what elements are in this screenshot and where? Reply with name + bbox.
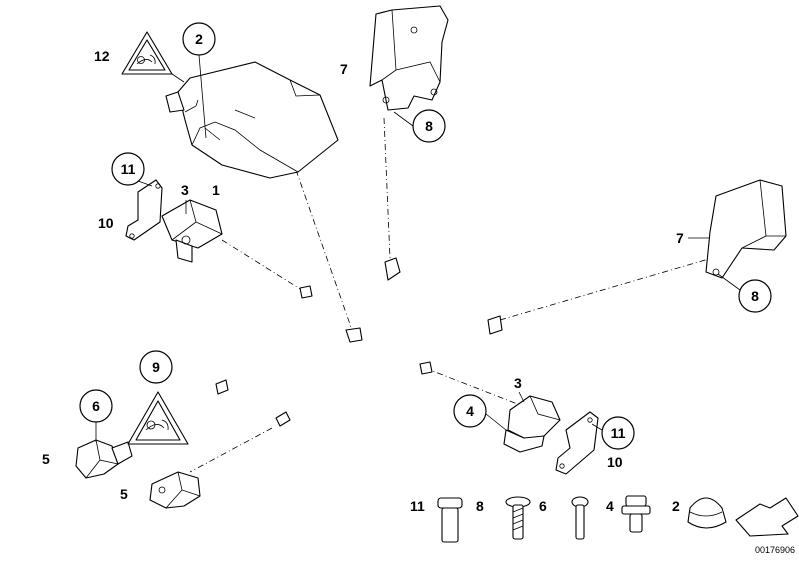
bracket-10-right <box>555 411 599 475</box>
direction-arrow-icon <box>735 497 799 537</box>
side-ecu-right <box>705 179 787 279</box>
callout-7-right: 7 <box>676 230 710 246</box>
callout-label: 4 <box>466 403 474 419</box>
callout-10-right: 10 <box>607 454 623 470</box>
bracket-10-top <box>125 179 163 241</box>
callout-5-upper: 5 <box>42 451 50 467</box>
callout-label: 11 <box>611 425 626 441</box>
airbag-control-module <box>165 61 339 179</box>
callout-circle-9: 9 <box>139 350 173 384</box>
crash-sensor-3-right <box>503 395 561 453</box>
fastener-label-2: 2 <box>672 498 680 514</box>
svg-text:12: 12 <box>94 48 110 64</box>
clip-module-mount <box>345 327 363 343</box>
assembly-line-sensor-right <box>424 367 521 406</box>
screw-small-left <box>215 379 229 395</box>
callout-3-right: 3 <box>514 375 525 403</box>
svg-text:3: 3 <box>514 375 522 391</box>
crash-sensor-5-upper <box>75 439 133 479</box>
fastener-label-11: 11 <box>410 498 425 514</box>
warning-label-triangle-12 <box>121 31 173 75</box>
clip-right-line-end <box>487 315 503 335</box>
assembly-line-bracket-top <box>383 117 391 259</box>
screw-small-right <box>275 411 291 427</box>
callout-circle-11-top: 11 <box>111 152 153 187</box>
callout-5-lower: 5 <box>120 486 128 502</box>
assembly-line-right-unit <box>499 257 713 321</box>
assembly-line-sensor-left <box>189 427 273 473</box>
callout-7-top: 7 <box>340 61 348 77</box>
callout-label: 6 <box>92 398 100 414</box>
fastener-label-8: 8 <box>476 498 484 514</box>
callout-circle-6: 6 <box>79 389 113 442</box>
callout-3-top: 3 <box>181 182 189 214</box>
callout-circle-11-right: 11 <box>591 416 635 450</box>
clip-right-sensor-line <box>419 361 433 375</box>
callout-label: 8 <box>425 118 433 134</box>
clip-bracket-lower <box>384 257 401 281</box>
bolt-11 <box>437 497 463 543</box>
callout-12: 12 <box>94 48 185 83</box>
callout-10-top: 10 <box>98 215 114 231</box>
callout-circle-8-right: 8 <box>717 273 772 313</box>
fastener-label-6: 6 <box>539 498 547 514</box>
pin-6 <box>571 496 589 540</box>
side-ecu-bracket-top <box>369 5 449 111</box>
screw-8 <box>505 496 531 540</box>
callout-1: 1 <box>212 182 220 198</box>
bolt-4 <box>621 495 651 533</box>
callout-label: 2 <box>195 31 203 47</box>
assembly-line-sensor-top <box>221 239 306 293</box>
cap-2 <box>687 497 727 529</box>
callout-circle-4: 4 <box>453 394 507 431</box>
callout-circle-2: 2 <box>182 22 216 139</box>
callout-label: 8 <box>751 288 759 304</box>
crash-sensor-5-lower <box>149 471 201 509</box>
crash-sensor-3-top <box>161 199 223 263</box>
warning-label-triangle-9 <box>127 391 189 445</box>
callout-label: 9 <box>152 359 160 375</box>
assembly-line-module <box>295 169 353 331</box>
drawing-code: 00176906 <box>755 545 795 555</box>
clip-small-top <box>299 285 313 299</box>
svg-text:7: 7 <box>676 230 684 246</box>
callout-circle-8-top: 8 <box>393 109 446 143</box>
svg-text:3: 3 <box>181 182 189 198</box>
fastener-label-4: 4 <box>606 498 614 514</box>
callout-label: 11 <box>121 161 136 177</box>
